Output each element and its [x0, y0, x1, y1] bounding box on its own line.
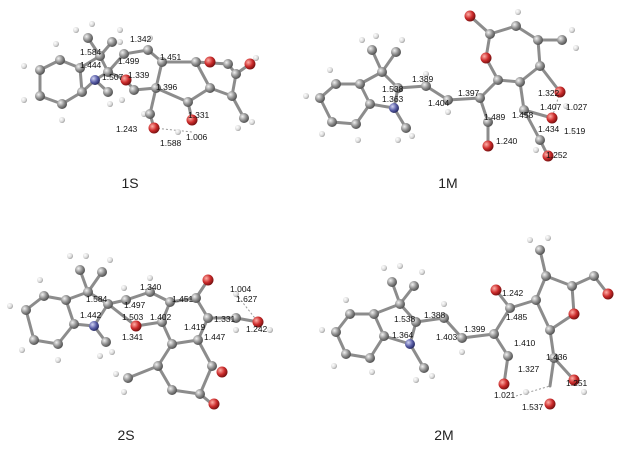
bond-length-label: 1.489: [484, 112, 506, 122]
bond-length-label: 1.627: [236, 294, 258, 304]
bond-length-label: 1.251: [566, 378, 588, 388]
bond-length-label: 1.503: [122, 312, 144, 322]
bond-length-label: 1.538: [394, 314, 416, 324]
bond-length-label: 1.588: [160, 138, 182, 148]
bond-labels-1M: 1.389 1.538 1.397 1.363 1.404 1.322 1.40…: [382, 74, 588, 160]
bond-length-label: 1.388: [424, 310, 446, 320]
bond-length-label: 1.458: [512, 110, 534, 120]
bond-length-label: 1.410: [514, 338, 536, 348]
bond-length-label: 1.447: [204, 332, 226, 342]
bond-length-label: 1.407: [540, 102, 562, 112]
hbond-2S: [235, 293, 259, 323]
bond-length-label: 1.242: [502, 288, 524, 298]
bond-length-label: 1.399: [464, 324, 486, 334]
bond-length-label: 1.339: [128, 70, 150, 80]
panel-label: 1S: [121, 175, 138, 191]
bond-length-label: 1.497: [124, 300, 146, 310]
atoms-1S: [21, 21, 259, 135]
bond-length-label: 1.402: [150, 312, 172, 322]
bond-length-label: 1.519: [564, 126, 586, 136]
bond-length-label: 1.451: [160, 52, 182, 62]
panel-label: 2M: [434, 427, 453, 443]
panel-2M: 1.242 1.538 1.388 1.485 1.399 1.364 1.40…: [319, 235, 614, 443]
bond-length-label: 1.342: [130, 34, 152, 44]
bond-length-label: 1.006: [186, 132, 208, 142]
molecule-2M: [319, 235, 614, 410]
bond-length-label: 1.584: [86, 294, 108, 304]
panel-2S: 1.340 1.004 1.584 1.451 1.627 1.497 1.44…: [7, 253, 273, 443]
bond-length-label: 1.451: [172, 294, 194, 304]
bond-length-label: 1.021: [494, 390, 516, 400]
bond-length-label: 1.436: [546, 352, 568, 362]
atoms-1M: [303, 9, 579, 162]
bond-length-label: 1.340: [140, 282, 162, 292]
panel-label: 1M: [438, 175, 457, 191]
molecule-1S: [21, 21, 259, 135]
bond-length-label: 1.485: [506, 312, 528, 322]
bond-length-label: 1.364: [392, 330, 414, 340]
bond-length-label: 1.242: [246, 324, 268, 334]
bond-length-label: 1.004: [230, 284, 252, 294]
bond-length-label: 1.434: [538, 124, 560, 134]
bond-length-label: 1.419: [184, 322, 206, 332]
panel-1M: 1.389 1.538 1.397 1.363 1.404 1.322 1.40…: [303, 9, 588, 191]
panel-1S: 1.342 1.584 1.499 1.451 1.444 1.339 1.50…: [21, 21, 259, 191]
molecule-1M: [303, 9, 579, 162]
bond-length-label: 1.444: [80, 60, 102, 70]
bond-length-label: 1.341: [122, 332, 144, 342]
bond-length-label: 1.507: [102, 72, 124, 82]
bond-length-label: 1.389: [412, 74, 434, 84]
bond-length-label: 1.403: [436, 332, 458, 342]
bond-labels-1S: 1.342 1.584 1.499 1.451 1.444 1.339 1.50…: [80, 34, 210, 148]
bond-length-label: 1.363: [382, 94, 404, 104]
molecule-2S: [7, 253, 273, 410]
bond-length-label: 1.331: [214, 314, 236, 324]
bond-length-label: 1.538: [382, 84, 404, 94]
atoms-2S: [7, 253, 273, 410]
bond-length-label: 1.537: [522, 402, 544, 412]
bond-length-label: 1.584: [80, 47, 102, 57]
bond-length-label: 1.327: [518, 364, 540, 374]
bond-length-label: 1.331: [188, 110, 210, 120]
bond-length-label: 1.404: [428, 98, 450, 108]
bond-labels-2M: 1.242 1.538 1.388 1.485 1.399 1.364 1.40…: [392, 288, 588, 412]
bond-length-label: 1.240: [496, 136, 518, 146]
atoms-2M: [319, 235, 614, 410]
bond-length-label: 1.252: [546, 150, 568, 160]
bond-length-label: 1.243: [116, 124, 138, 134]
bond-labels-2S: 1.340 1.004 1.584 1.451 1.627 1.497 1.44…: [80, 282, 268, 342]
bond-length-label: 1.442: [80, 310, 102, 320]
bond-length-label: 1.322: [538, 88, 560, 98]
bond-length-label: 1.027: [566, 102, 588, 112]
bond-length-label: 1.396: [156, 82, 178, 92]
bond-length-label: 1.499: [118, 56, 140, 66]
hbond-2M: [515, 385, 551, 397]
bond-length-label: 1.397: [458, 88, 480, 98]
panel-label: 2S: [117, 427, 134, 443]
